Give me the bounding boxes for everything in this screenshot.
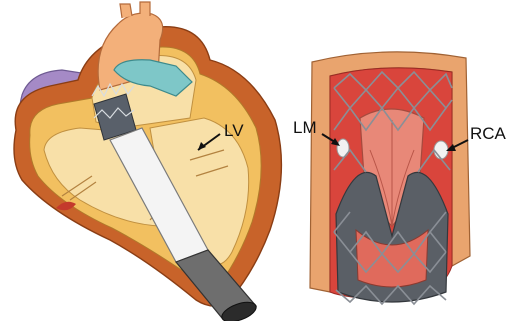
label-lm: LM [293,118,317,137]
rca-ostium [434,141,448,159]
label-lv: LV [224,121,244,140]
aortic-root-diagram: LM RCA [293,52,507,304]
label-rca: RCA [470,124,507,143]
heart-diagram: LV [14,2,281,321]
